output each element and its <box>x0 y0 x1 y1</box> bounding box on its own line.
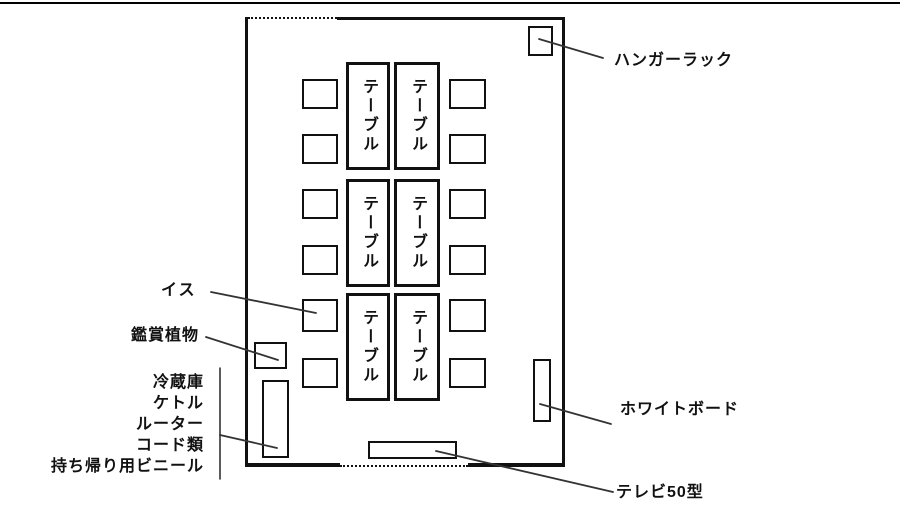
table: テーブル <box>394 62 440 170</box>
label-whiteboard: ホワイトボード <box>620 401 740 418</box>
chair <box>302 189 338 219</box>
table-label: テーブル <box>409 195 426 271</box>
equipment-item: 持ち帰り用ビニール <box>50 458 204 475</box>
table: テーブル <box>394 179 440 287</box>
ornamental-plant <box>254 342 287 369</box>
table: テーブル <box>346 293 390 401</box>
equipment-item: ルーター <box>135 416 204 433</box>
room-wall-right <box>562 17 565 467</box>
chair <box>302 299 338 332</box>
equipment-item: コード類 <box>135 437 204 454</box>
equipment-item: ケトル <box>152 395 204 412</box>
room-door-bottom-dotted <box>340 465 468 467</box>
chair <box>449 189 486 219</box>
tv <box>368 441 457 459</box>
page-top-rule <box>0 2 900 4</box>
table: テーブル <box>346 179 390 287</box>
table-label: テーブル <box>360 309 377 385</box>
chair <box>302 134 338 164</box>
chair <box>449 358 486 388</box>
leader-line-chair <box>210 291 317 314</box>
whiteboard <box>533 359 551 422</box>
chair <box>302 245 338 275</box>
table: テーブル <box>346 62 390 170</box>
leader-line-tv <box>435 450 614 493</box>
room-wall-left <box>245 17 248 467</box>
chair <box>302 358 338 388</box>
hanger-rack <box>528 26 553 56</box>
label-tv: テレビ50型 <box>616 484 704 501</box>
equipment-list: 冷蔵庫 ケトル ルーター コード類 持ち帰り用ビニール <box>30 372 204 477</box>
table-label: テーブル <box>360 78 377 154</box>
chair <box>449 245 486 275</box>
table-label: テーブル <box>360 195 377 271</box>
table: テーブル <box>394 293 440 401</box>
chair <box>449 134 486 164</box>
equipment-item: 冷蔵庫 <box>152 374 204 391</box>
table-label: テーブル <box>409 78 426 154</box>
fridge-shelf <box>262 380 289 458</box>
room-door-top-dotted <box>248 17 340 19</box>
chair <box>449 299 486 332</box>
room-wall-bottom-left <box>245 463 340 467</box>
label-chair: イス <box>161 282 197 299</box>
room-wall-bottom-right <box>468 463 565 467</box>
chair <box>302 79 338 109</box>
label-plant: 鑑賞植物 <box>131 327 200 344</box>
chair <box>449 79 486 109</box>
label-hanger-rack: ハンガーラック <box>614 52 734 69</box>
room-wall-top <box>337 17 565 20</box>
table-label: テーブル <box>409 309 426 385</box>
